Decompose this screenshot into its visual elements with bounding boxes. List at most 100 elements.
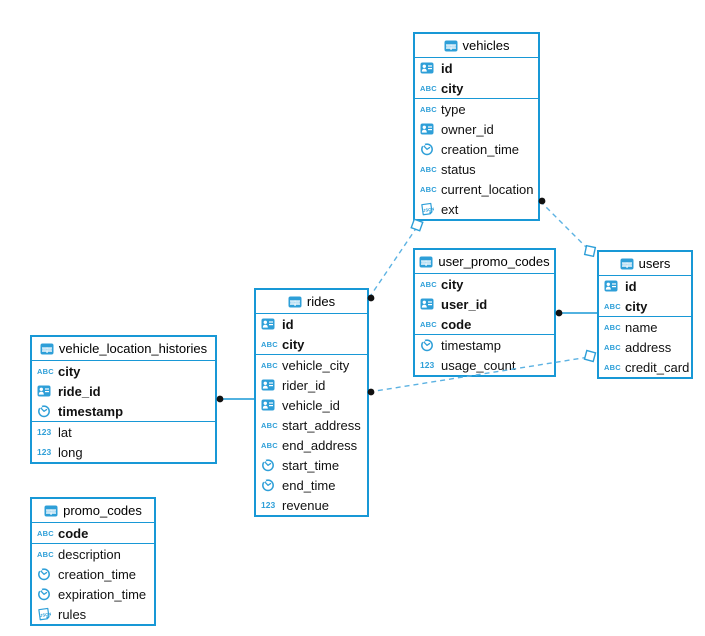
field-name: id <box>282 316 294 332</box>
field-row-vehicles-id[interactable]: id <box>415 58 538 78</box>
table-name: promo_codes <box>63 503 142 518</box>
id-badge-icon <box>420 123 434 135</box>
id-icon-wrap <box>261 379 278 391</box>
field-name: city <box>282 336 305 352</box>
field-row-rides-vehicle_id[interactable]: vehicle_id <box>256 395 367 415</box>
123-number-icon: 123 <box>261 500 276 510</box>
id-icon-wrap <box>261 318 278 330</box>
field-name: ride_id <box>58 383 101 399</box>
id-icon-wrap <box>420 62 437 74</box>
abc-text-icon: ABC <box>420 164 437 174</box>
field-row-rides-start_time[interactable]: start_time <box>256 455 367 475</box>
table-header-rides[interactable]: rides <box>256 290 367 314</box>
field-row-rides-end_time[interactable]: end_time <box>256 475 367 495</box>
field-row-users-credit_card[interactable]: ABC credit_card <box>599 357 691 377</box>
field-name: end_time <box>282 477 336 493</box>
field-name: long <box>58 444 83 460</box>
relationship-line-rides-vehicles[interactable] <box>368 226 418 299</box>
clock-icon <box>421 338 433 352</box>
field-row-vehicles-creation_time[interactable]: creation_time <box>415 139 538 159</box>
123-number-icon: 123 <box>37 427 52 437</box>
cardinality-square-marker <box>583 349 597 363</box>
cardinality-square-marker <box>583 244 597 258</box>
table-name: vehicle_location_histories <box>58 341 208 356</box>
field-row-users-id[interactable]: id <box>599 276 691 296</box>
field-name: user_id <box>441 296 488 312</box>
field-row-rides-id[interactable]: id <box>256 314 367 334</box>
field-name: end_address <box>282 437 358 453</box>
abc-text-icon: ABC <box>604 362 621 372</box>
field-row-promo_codes-creation_time[interactable]: creation_time <box>32 564 154 584</box>
table-name: vehicles <box>462 38 510 53</box>
abc-text-icon: ABC <box>420 184 437 194</box>
abc-text-icon: ABC <box>420 83 437 93</box>
field-row-user_promo_codes-timestamp[interactable]: timestamp <box>415 334 554 355</box>
field-name: start_time <box>282 457 340 473</box>
abc-text-icon: ABC <box>37 366 54 376</box>
field-row-vehicles-type[interactable]: ABC type <box>415 98 538 119</box>
table-header-promo_codes[interactable]: promo_codes <box>32 499 154 523</box>
text-icon-wrap: ABC <box>37 550 54 559</box>
id-icon-wrap <box>604 280 621 292</box>
text-icon-wrap: ABC <box>604 323 621 332</box>
field-row-rides-city[interactable]: ABC city <box>256 334 367 354</box>
field-row-rides-rider_id[interactable]: rider_id <box>256 375 367 395</box>
field-row-vehicle_location_histories-ride_id[interactable]: ride_id <box>32 381 215 401</box>
field-row-promo_codes-expiration_time[interactable]: expiration_time <box>32 584 154 604</box>
time-icon-wrap <box>420 338 437 352</box>
field-name: type <box>441 101 466 117</box>
field-name: credit_card <box>625 359 690 375</box>
abc-text-icon: ABC <box>261 339 278 349</box>
field-name: city <box>625 298 648 314</box>
table-header-vehicle_location_histories[interactable]: vehicle_location_histories <box>32 337 215 361</box>
field-row-vehicles-owner_id[interactable]: owner_id <box>415 119 538 139</box>
svg-text:JSON: JSON <box>423 206 434 213</box>
123-number-icon: 123 <box>37 447 52 457</box>
field-row-user_promo_codes-user_id[interactable]: user_id <box>415 294 554 314</box>
id-icon-wrap <box>420 298 437 310</box>
cardinality-dot-marker <box>555 309 563 317</box>
table-icon <box>288 296 302 307</box>
field-name: id <box>625 278 637 294</box>
table-header-user_promo_codes[interactable]: user_promo_codes <box>415 250 554 274</box>
clock-icon <box>421 142 433 156</box>
text-icon-wrap: ABC <box>420 105 437 114</box>
field-name: vehicle_id <box>282 397 340 413</box>
cardinality-dot-marker <box>216 395 224 403</box>
field-row-vehicle_location_histories-long[interactable]: 123 long <box>32 442 215 462</box>
field-name: address <box>625 339 672 355</box>
field-row-vehicle_location_histories-timestamp[interactable]: timestamp <box>32 401 215 421</box>
field-name: code <box>441 316 472 332</box>
table-header-vehicles[interactable]: vehicles <box>415 34 538 58</box>
relationship-line-vehicles-users[interactable] <box>539 200 590 251</box>
table-name: user_promo_codes <box>438 254 550 269</box>
table-header-users[interactable]: users <box>599 252 691 276</box>
number-icon-wrap: 123 <box>261 500 278 510</box>
clock-icon <box>38 404 50 418</box>
